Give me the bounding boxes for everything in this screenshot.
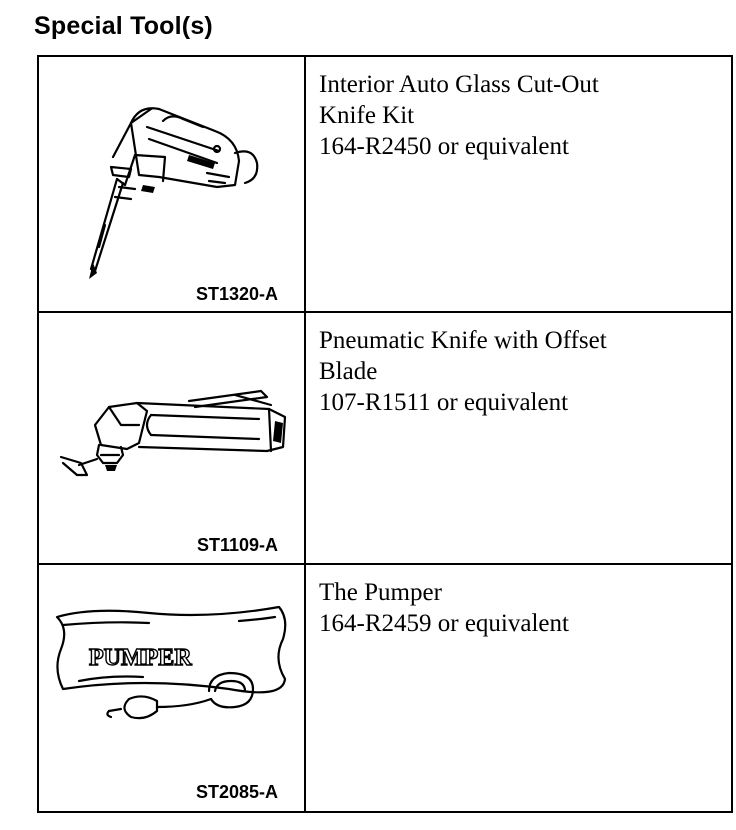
tool-part-number: 164-R2459 or equivalent [319,610,569,637]
tool-row: ST1109-A Pneumatic Knife with Offset Bla… [39,313,731,565]
tool-name-line: Knife Kit [319,102,415,129]
tool-image-cell: ST1320-A [39,57,306,311]
tool-part-number: 164-R2450 or equivalent [319,133,569,160]
tool-row: ST1320-A Interior Auto Glass Cut-Out Kni… [39,57,731,313]
tool-description: Interior Auto Glass Cut-Out Knife Kit 16… [306,57,731,311]
tool-description: The Pumper 164-R2459 or equivalent [306,565,731,811]
tool-description: Pneumatic Knife with Offset Blade 107-R1… [306,313,731,563]
tool-code: ST1320-A [195,284,278,304]
pumper-icon: PUMPER [55,605,287,720]
tool-name-line: Interior Auto Glass Cut-Out [319,71,599,98]
special-tools-table: ST1320-A Interior Auto Glass Cut-Out Kni… [37,55,733,813]
tool-part-number: 107-R1511 or equivalent [319,389,569,416]
tool-image-cell: PUMPER ST2085-A [39,565,306,811]
pneumatic-knife-icon [59,389,287,477]
tool-code: ST2085-A [195,782,278,802]
tool-name-line: Blade [319,358,378,385]
tool-name-line: Pneumatic Knife with Offset [319,327,607,354]
tool-code: ST1109-A [196,535,278,555]
tool-image-cell: ST1109-A [39,313,306,563]
cut-out-knife-icon [89,107,259,279]
section-heading: Special Tool(s) [34,12,213,40]
tool-name-line: The Pumper [319,579,442,606]
tool-row: PUMPER ST2085-A The Pumper 164-R2459 or … [39,565,731,811]
pumper-logo-text: PUMPER [89,645,192,671]
